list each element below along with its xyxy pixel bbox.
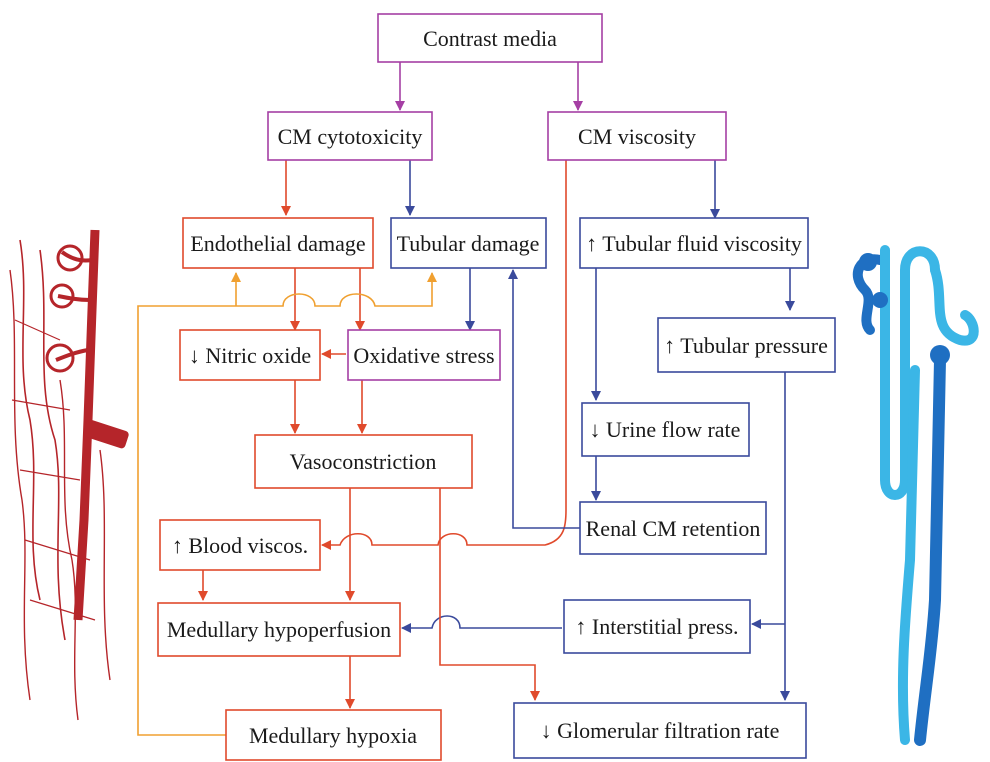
svg-text:Medullary hypoxia: Medullary hypoxia [249, 723, 417, 748]
node-nitric-oxide: ↓ Nitric oxide [179, 329, 321, 381]
node-endothelial-damage: Endothelial damage [182, 217, 374, 269]
svg-text:Renal CM retention: Renal CM retention [586, 516, 761, 541]
node-blood-viscos: ↑ Blood viscos. [159, 519, 321, 571]
nephron-illustration [852, 245, 979, 746]
svg-text:Oxidative stress: Oxidative stress [353, 343, 494, 368]
svg-text:Medullary hypoperfusion: Medullary hypoperfusion [167, 617, 391, 642]
node-tubular-damage: Tubular damage [390, 217, 547, 269]
node-medullary-hypoxia: Medullary hypoxia [225, 709, 442, 761]
node-glomerular-filtration-rate: ↓ Glomerular filtration rate [513, 702, 807, 759]
svg-text:CM viscosity: CM viscosity [578, 124, 696, 149]
node-vasoconstriction: Vasoconstriction [254, 434, 473, 489]
node-tubular-fluid-viscosity: ↑ Tubular fluid viscosity [579, 217, 809, 269]
svg-text:↓ Glomerular filtration rate: ↓ Glomerular filtration rate [541, 718, 780, 743]
svg-text:↑ Blood viscos.: ↑ Blood viscos. [172, 533, 308, 558]
node-contrast-media: Contrast media [377, 13, 603, 63]
arrow-visc-to-bloodvisc [321, 160, 567, 550]
node-urine-flow-rate: ↓ Urine flow rate [581, 402, 750, 457]
svg-text:CM cytotoxicity: CM cytotoxicity [278, 124, 423, 149]
svg-text:↑ Tubular fluid viscosity: ↑ Tubular fluid viscosity [586, 231, 802, 256]
arrow-interstitial-to-hypoperfusion [401, 615, 562, 633]
arrow-retention-to-tubular [508, 269, 580, 529]
node-tubular-pressure: ↑ Tubular pressure [657, 317, 836, 373]
node-oxidative-stress: Oxidative stress [347, 329, 501, 381]
connectors [137, 62, 795, 736]
svg-text:Contrast media: Contrast media [423, 26, 557, 51]
arrow-hypoxia-to-tubular [137, 272, 437, 736]
node-cm-cytotoxicity: CM cytotoxicity [267, 111, 433, 161]
node-renal-cm-retention: Renal CM retention [579, 501, 767, 555]
svg-text:↓ Nitric oxide: ↓ Nitric oxide [189, 343, 311, 368]
node-medullary-hypoperfusion: Medullary hypoperfusion [157, 602, 401, 657]
svg-text:Tubular damage: Tubular damage [397, 231, 540, 256]
svg-text:↓ Urine flow rate: ↓ Urine flow rate [590, 417, 741, 442]
node-interstitial-press: ↑ Interstitial press. [563, 599, 751, 654]
renal-vasculature-illustration [9, 229, 129, 721]
svg-text:Endothelial damage: Endothelial damage [190, 231, 365, 256]
arrow-vaso-to-gfr [439, 488, 540, 701]
svg-text:↑ Interstitial press.: ↑ Interstitial press. [575, 614, 738, 639]
node-cm-viscosity: CM viscosity [547, 111, 727, 161]
svg-text:Vasoconstriction: Vasoconstriction [290, 449, 437, 474]
svg-text:↑ Tubular pressure: ↑ Tubular pressure [664, 333, 828, 358]
